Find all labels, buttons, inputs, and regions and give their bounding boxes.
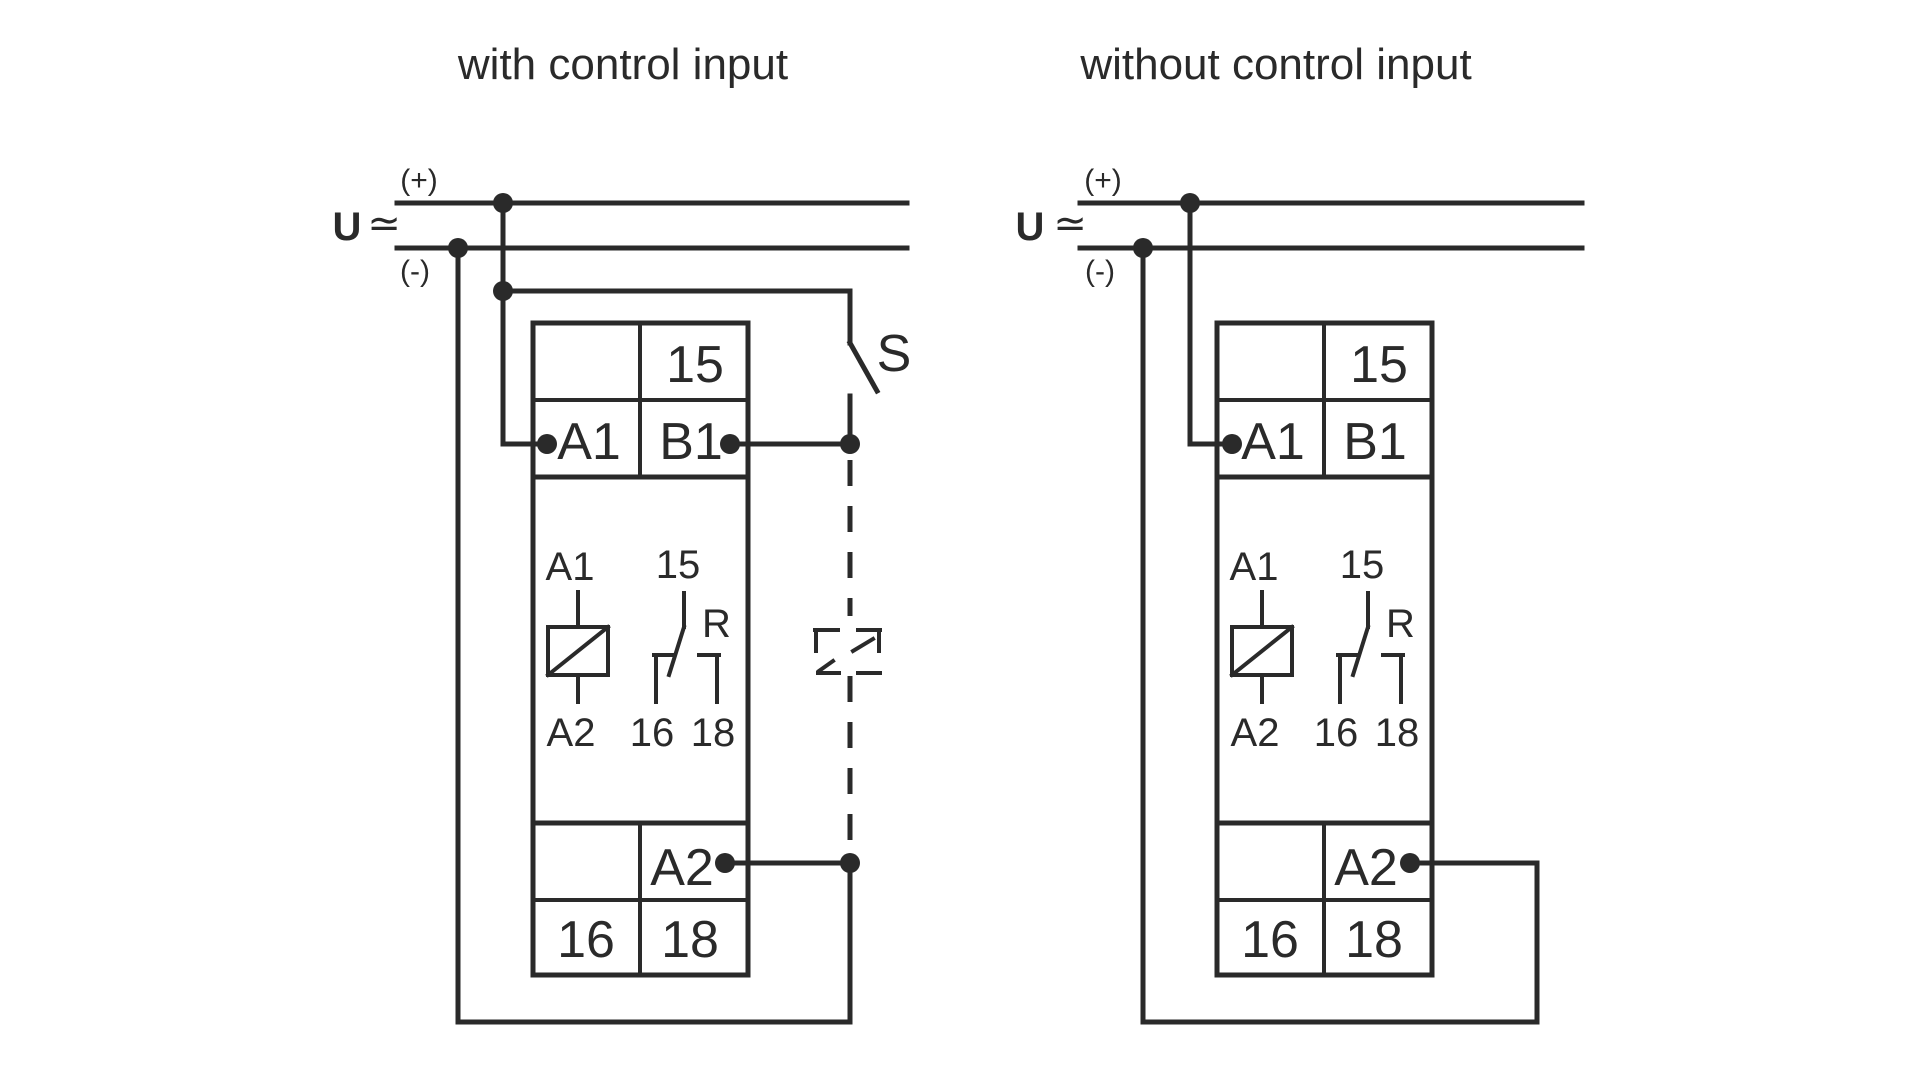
terminal-label-16: 16 (1241, 911, 1299, 969)
terminal-label-a1: A1 (1241, 413, 1305, 471)
dashed-contact-segment (850, 636, 876, 654)
coil-diagonal (545, 624, 611, 678)
right-title: without control input (1079, 40, 1471, 89)
coil-top-label: A1 (1230, 545, 1279, 589)
coil-symbol (545, 590, 611, 704)
right-acdc-symbol: ≃ (1053, 201, 1087, 247)
terminal-label-16: 16 (557, 911, 615, 969)
left-title: with control input (457, 40, 788, 89)
contact-common-label: 15 (656, 543, 701, 587)
left-minus-label: (-) (400, 255, 430, 288)
terminal-label-15: 15 (666, 336, 724, 394)
terminal-label-b1: B1 (659, 413, 723, 471)
left-device: 15 A1 B1 A2 16 18 A1 15 A2 16 18 R (530, 320, 751, 978)
device-body (1214, 474, 1435, 826)
junction-dot (840, 853, 860, 873)
left-return-loop-wire (455, 245, 853, 1025)
right-plus-label: (+) (1084, 164, 1122, 197)
coil-diagonal (1229, 624, 1295, 678)
contact-blade (1350, 624, 1371, 678)
coil-bottom-label: A2 (547, 711, 596, 755)
terminal-label-a2: A2 (650, 839, 714, 897)
terminal-label-18: 18 (1345, 911, 1403, 969)
terminal-label-a1: A1 (557, 413, 621, 471)
left-plus-label: (+) (400, 164, 438, 197)
contact-common-label: 15 (1340, 543, 1385, 587)
junction-dot (1133, 238, 1153, 258)
left-switch-label: S (877, 325, 912, 383)
terminal-dot-a1 (537, 434, 557, 454)
right-voltage-label: U (1016, 205, 1045, 249)
contact-nc-label: 16 (630, 711, 675, 755)
left-voltage-label: U (333, 205, 362, 249)
junction-dot (493, 281, 513, 301)
terminal-label-b1: B1 (1343, 413, 1407, 471)
terminal-label-a2: A2 (1334, 839, 1398, 897)
terminal-label-18: 18 (661, 911, 719, 969)
right-diagram: without control input U ≃ (+) (-) 15 A1 (1016, 40, 1585, 1025)
contact-nc-label: 16 (1314, 711, 1359, 755)
terminal-dot-b1 (720, 434, 740, 454)
left-acdc-symbol: ≃ (367, 201, 401, 247)
junction-dot (448, 238, 468, 258)
coil-top-label: A1 (546, 545, 595, 589)
terminal-label-15: 15 (1350, 336, 1408, 394)
right-minus-label: (-) (1085, 255, 1115, 288)
changeover-contact-symbol (652, 591, 721, 704)
contact-no-label: 18 (1375, 711, 1420, 755)
coil-bottom-label: A2 (1231, 711, 1280, 755)
contact-blade (666, 624, 687, 678)
left-dashed-contact-symbol (813, 628, 882, 675)
terminal-dot-a2 (715, 853, 735, 873)
changeover-contact-symbol (1336, 591, 1405, 704)
contact-no-label: 18 (691, 711, 736, 755)
right-device: 15 A1 B1 A2 16 18 A1 15 A2 16 18 R (1214, 320, 1435, 978)
device-body (530, 474, 751, 826)
left-switch-blade (846, 339, 881, 395)
terminal-dot-a2 (1400, 853, 1420, 873)
junction-dot (1180, 193, 1200, 213)
left-diagram: with control input U ≃ (+) (-) S (333, 40, 912, 1025)
reset-label: R (1386, 602, 1415, 646)
left-control-branch-wire (500, 288, 853, 346)
terminal-dot-a1 (1222, 434, 1242, 454)
right-return-loop-wire (1140, 245, 1540, 1025)
junction-dot (840, 434, 860, 454)
dashed-contact-segment (816, 658, 836, 674)
coil-symbol (1229, 590, 1295, 704)
junction-dot (493, 193, 513, 213)
reset-label: R (702, 602, 731, 646)
